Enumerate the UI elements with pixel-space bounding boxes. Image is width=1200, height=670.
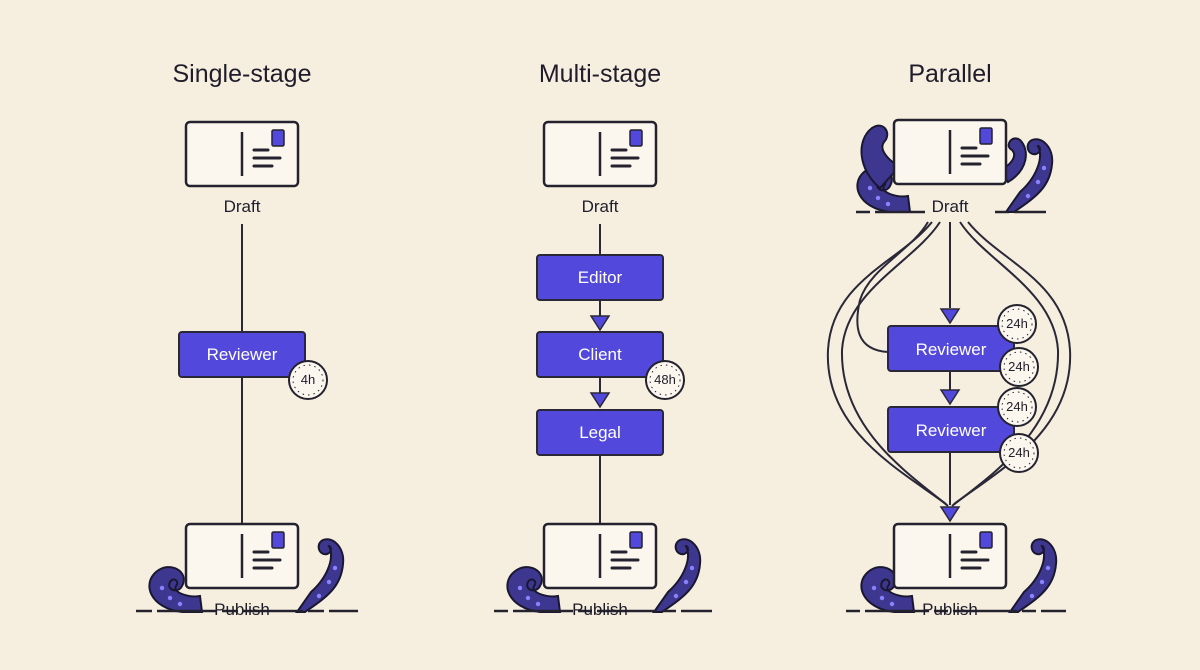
postcard-icon bbox=[542, 522, 658, 590]
tentacle-icon bbox=[860, 124, 902, 190]
draft-label: Draft bbox=[582, 197, 619, 216]
column-single-stage: Single-stage Draft Reviewer 4h Publish bbox=[136, 60, 358, 619]
publish-label: Publish bbox=[922, 600, 978, 619]
clock-icon: 24h bbox=[999, 347, 1039, 387]
clock-icon: 24h bbox=[997, 304, 1037, 344]
stage-label: Legal bbox=[579, 423, 621, 442]
connector-line bbox=[840, 221, 949, 507]
clock-icon: 24h bbox=[997, 387, 1037, 427]
postcard-icon bbox=[184, 522, 300, 590]
draft-label: Draft bbox=[224, 197, 261, 216]
stage-label: Editor bbox=[578, 268, 623, 287]
publish-label: Publish bbox=[572, 600, 628, 619]
clock-icon: 4h bbox=[288, 360, 328, 400]
column-multi-stage: Multi-stage Draft Editor Client 48h Lega… bbox=[494, 60, 712, 619]
arrow-down-icon bbox=[940, 506, 960, 522]
timer-label: 24h bbox=[1006, 399, 1028, 414]
arrow-down-icon bbox=[590, 392, 610, 408]
column-title: Single-stage bbox=[173, 60, 312, 88]
column-title: Parallel bbox=[908, 60, 991, 88]
column-parallel: Parallel Draft Reviewer 24h 24h bbox=[826, 60, 1072, 619]
stage-label: Reviewer bbox=[916, 421, 987, 440]
draft-label: Draft bbox=[932, 197, 969, 216]
postcard-icon bbox=[184, 120, 300, 188]
connector-line bbox=[953, 221, 1072, 505]
postcard-icon bbox=[892, 118, 1008, 186]
clock-icon: 24h bbox=[999, 433, 1039, 473]
arrow-down-icon bbox=[940, 389, 960, 405]
postcard-icon bbox=[542, 120, 658, 188]
arrow-down-icon bbox=[940, 308, 960, 324]
timer-label: 24h bbox=[1008, 445, 1030, 460]
stage-label: Reviewer bbox=[207, 345, 278, 364]
connector-line bbox=[826, 221, 947, 505]
column-title: Multi-stage bbox=[539, 60, 661, 88]
publish-label: Publish bbox=[214, 600, 270, 619]
stage-label: Reviewer bbox=[916, 340, 987, 359]
tentacle-icon bbox=[296, 538, 345, 613]
tentacle-icon bbox=[653, 538, 702, 613]
postcard-icon bbox=[892, 522, 1008, 590]
tentacle-icon bbox=[1009, 538, 1058, 613]
timer-label: 48h bbox=[654, 372, 676, 387]
connector-line bbox=[951, 221, 1060, 507]
stage-label: Client bbox=[578, 345, 622, 364]
arrow-down-icon bbox=[590, 315, 610, 331]
timer-label: 4h bbox=[301, 372, 315, 387]
timer-label: 24h bbox=[1006, 316, 1028, 331]
clock-icon: 48h bbox=[645, 360, 685, 400]
timer-label: 24h bbox=[1008, 359, 1030, 374]
connector-line bbox=[856, 221, 929, 353]
